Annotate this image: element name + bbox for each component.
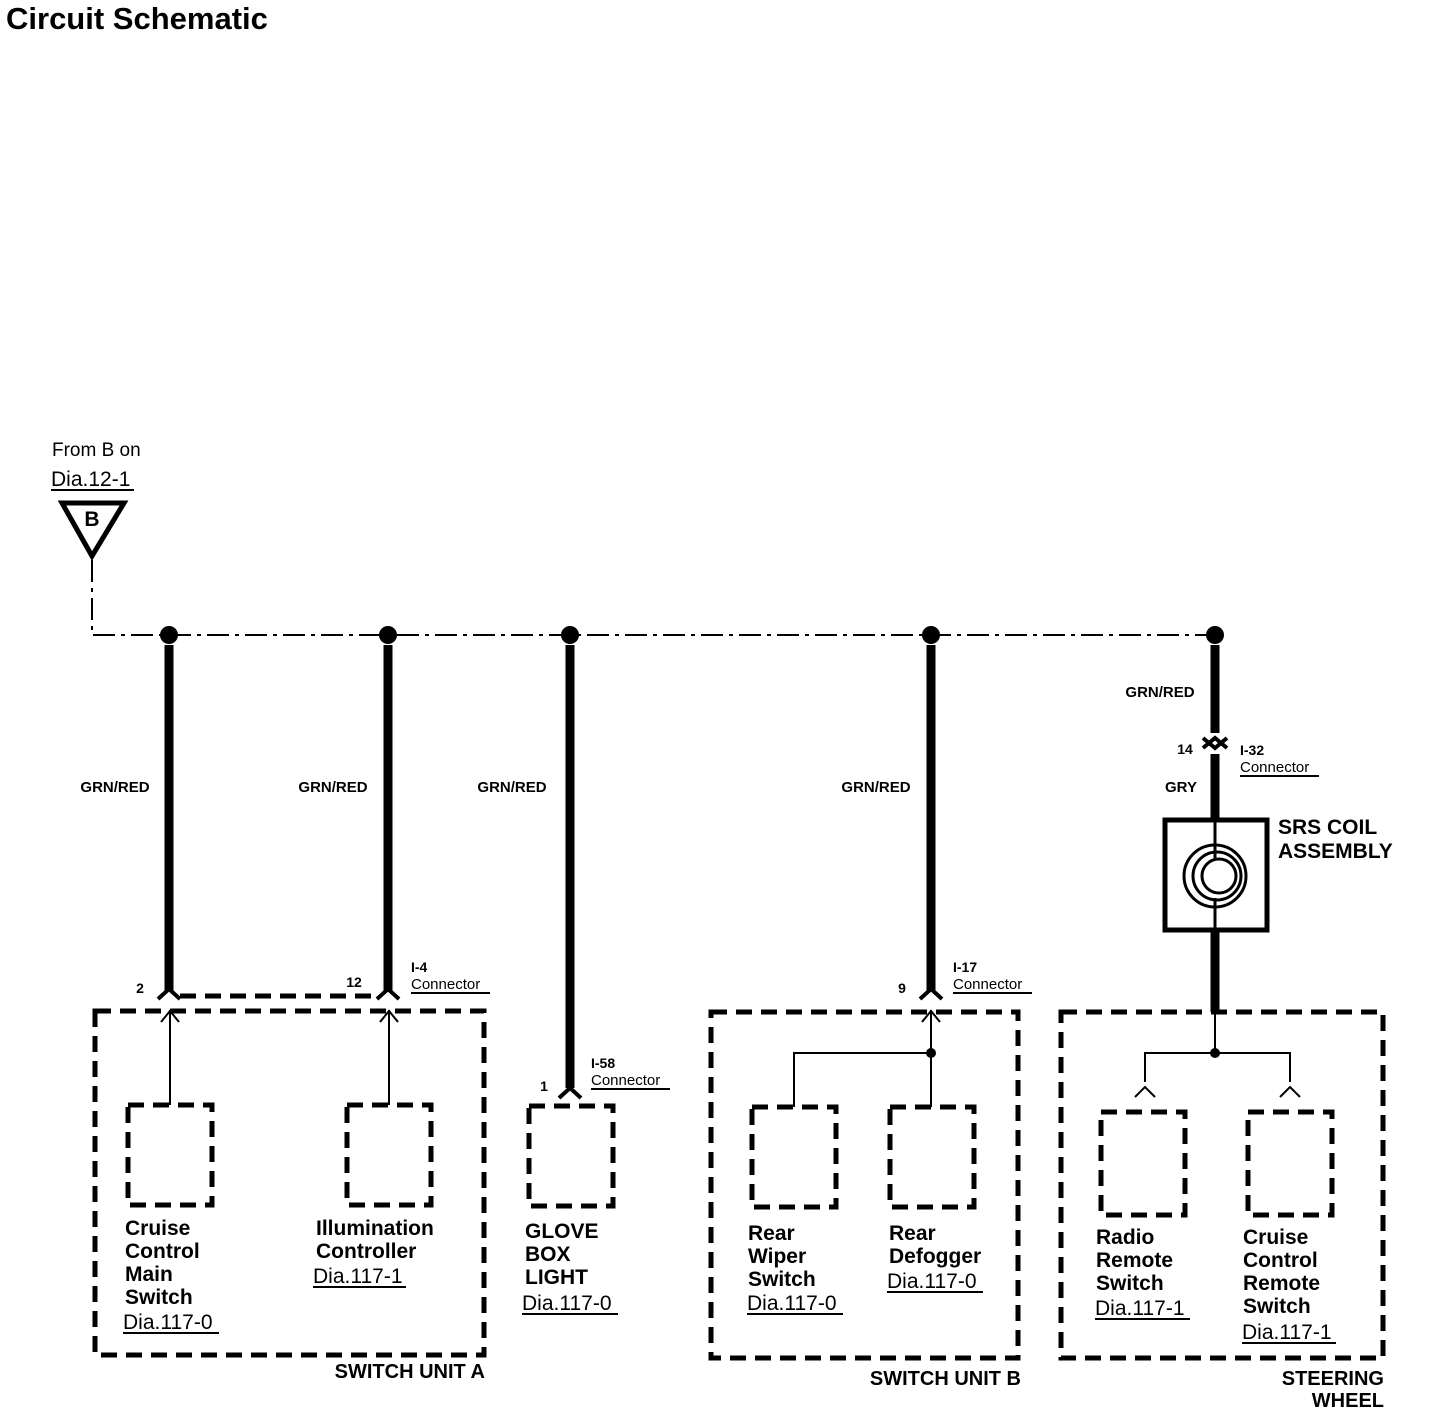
diagram-link[interactable]: Dia.117-0 [887,1270,977,1293]
source-from-label: From B on [52,440,141,461]
switch-unit-b-label: SWITCH UNIT B [870,1368,1021,1390]
connector-pin-icon [921,1009,941,1023]
component-label: Remote [1243,1272,1320,1295]
component-label: Defogger [889,1245,981,1268]
srs-coil-label: SRS COIL [1278,816,1377,839]
wire-color-label: GRN/RED [1125,684,1194,701]
diagram-link[interactable]: Dia.117-1 [1095,1297,1185,1320]
srs-coil-label: ASSEMBLY [1278,840,1393,863]
bus-line [91,560,1215,636]
switch-unit-b-box [708,1009,1021,1361]
pin-number: 1 [540,1078,548,1094]
connector-pin-icon [375,986,401,1001]
source-terminal-letter: B [84,508,99,531]
component-label: GLOVE [525,1220,599,1243]
radio-remote-switch-box [1098,1109,1188,1218]
component-label: Control [1243,1249,1318,1272]
cruise-control-remote-switch-box [1245,1109,1335,1218]
connector-pin-icon [379,1009,399,1023]
wire-color-label-gry: GRY [1165,779,1197,796]
switch-unit-a-label: SWITCH UNIT A [335,1361,485,1383]
steering-wheel-label: STEERING [1282,1368,1384,1390]
diagram-link[interactable]: Dia.117-0 [522,1292,612,1315]
splice-point [1210,1048,1220,1058]
connector-label: Connector [953,976,1022,993]
pin-number: 14 [1177,741,1193,757]
splice-point [1206,626,1224,644]
connector-id: I-17 [953,959,977,975]
switch-unit-a-box [92,1008,487,1358]
component-label: Switch [748,1268,816,1291]
wire-color-label: GRN/RED [841,779,910,796]
source-diagram-link[interactable]: Dia.12-1 [51,468,130,491]
component-label: Main [125,1263,173,1286]
splice-point [922,626,940,644]
splice-point [160,626,178,644]
steering-wheel-label: WHEEL [1312,1390,1384,1412]
connector-pin-icon [918,986,944,1001]
component-label: Rear [748,1222,795,1245]
diagram-link[interactable]: Dia.117-1 [313,1265,403,1288]
component-label: Cruise [1243,1226,1308,1249]
connector-pin-icon [1201,736,1229,751]
diagram-link[interactable]: Dia.117-0 [747,1292,837,1315]
connector-id: I-4 [411,959,428,975]
splice-point [926,1048,936,1058]
connector-label: Connector [411,976,480,993]
connector-pin-icon [160,1009,180,1023]
component-label: Control [125,1240,200,1263]
component-label: Switch [125,1286,193,1309]
component-label: Rear [889,1222,936,1245]
component-label: Wiper [748,1245,806,1268]
pin-number: 12 [346,974,362,990]
component-label: Switch [1096,1272,1164,1295]
glove-box-light-box [526,1103,616,1209]
cruise-control-main-switch-box [125,1102,215,1208]
steering-wheel-box [1058,1009,1386,1361]
connector-pin-icon [1279,1085,1301,1098]
rear-wiper-switch-box [749,1104,839,1210]
connector-pin-icon [1201,735,1229,750]
rear-defogger-box [887,1104,977,1210]
component-label: BOX [525,1243,571,1266]
illumination-controller-box [344,1102,434,1208]
page-title: Circuit Schematic [6,1,268,36]
component-label: Switch [1243,1295,1311,1318]
connector-pin-icon [557,1085,583,1100]
wire-color-label: GRN/RED [298,779,367,796]
pin-number: 2 [136,980,144,996]
component-label: Illumination [316,1217,434,1240]
pin-number: 9 [898,980,906,996]
component-label: Controller [316,1240,416,1263]
diagram-link[interactable]: Dia.117-0 [123,1311,213,1334]
connector-id: I-32 [1240,742,1264,758]
connector-label: Connector [591,1072,660,1089]
splice-point [561,626,579,644]
component-label: Remote [1096,1249,1173,1272]
wire-color-label: GRN/RED [477,779,546,796]
wire-color-label: GRN/RED [80,779,149,796]
internal-wire [793,1052,931,1107]
diagram-link[interactable]: Dia.117-1 [1242,1321,1332,1344]
spiral-coil-icon [1182,822,1248,930]
source-terminal-triangle [57,500,129,561]
connector-pin-icon [156,986,182,1001]
internal-wire [1144,1052,1291,1082]
component-label: Cruise [125,1217,190,1240]
component-label: LIGHT [525,1266,588,1289]
splice-point [379,626,397,644]
connector-id: I-58 [591,1055,615,1071]
connector-label: Connector [1240,759,1309,776]
component-label: Radio [1096,1226,1154,1249]
connector-pin-icon [1134,1085,1156,1098]
